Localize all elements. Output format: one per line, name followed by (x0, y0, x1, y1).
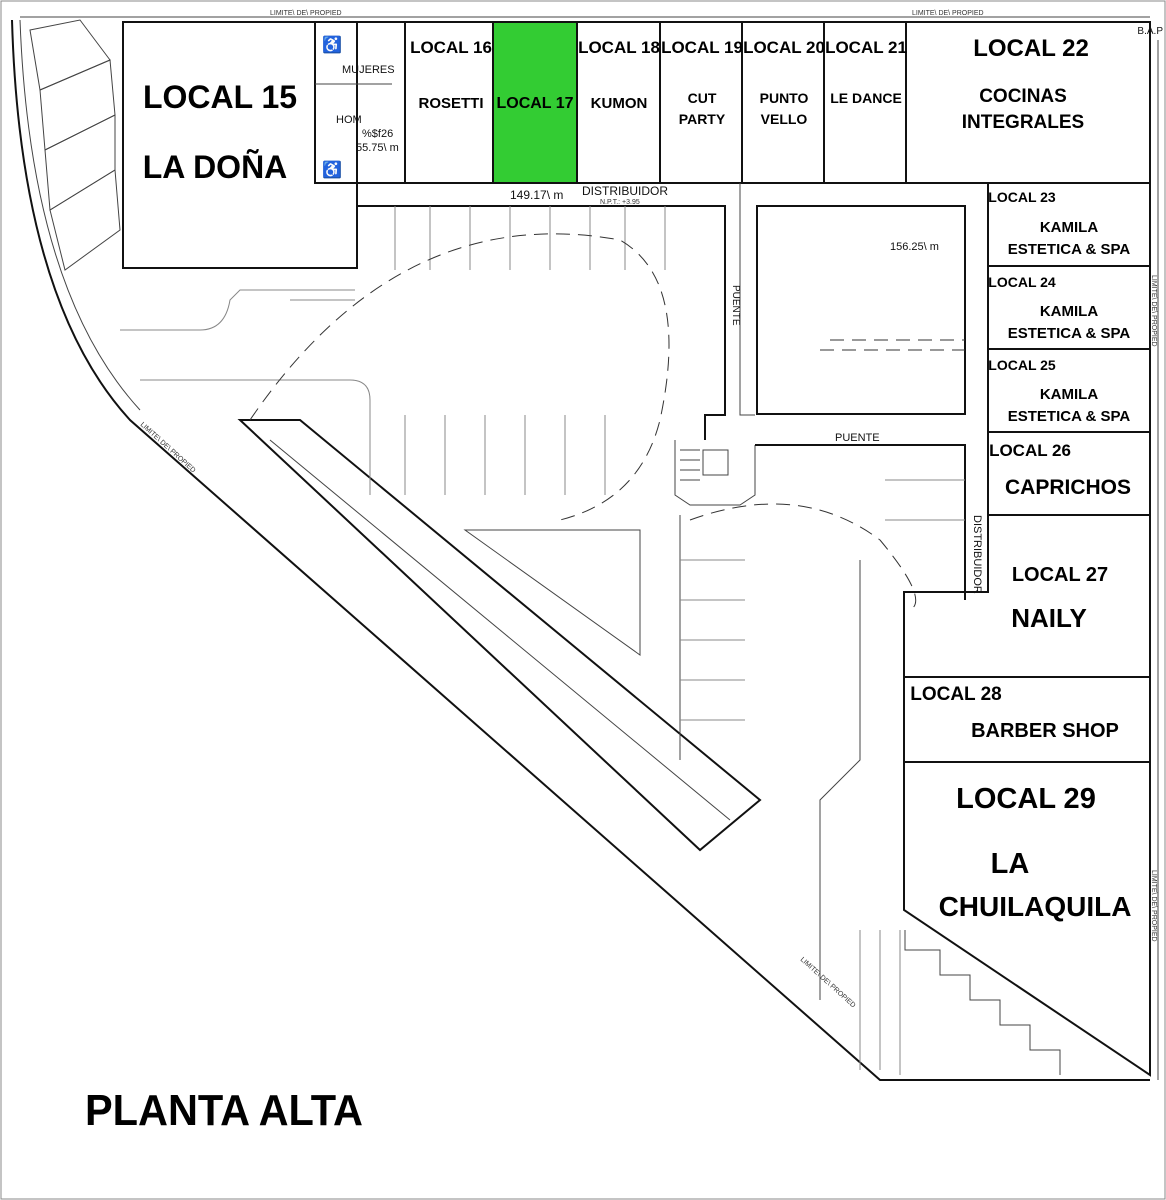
property-limit-label: LIMITE\ DE\ PROPIED (912, 10, 984, 17)
local-29[interactable] (903, 761, 1151, 1077)
parking-stalls-left (29, 19, 121, 271)
local-tenant: CAPRICHOS (1005, 476, 1131, 499)
local-name: LOCAL 24 (988, 274, 1056, 290)
restroom-area: 55.75\ m (356, 142, 399, 154)
local-name: LOCAL 20 (743, 38, 825, 57)
property-limit-label: LIMITE\ DE\ PROPIED (1150, 870, 1157, 942)
corridor-level: N.P.T.: +3.95 (600, 199, 640, 206)
local-name: LOCAL 21 (825, 38, 907, 57)
local-name: LOCAL 25 (988, 357, 1056, 373)
property-limit-diagonal (11, 19, 1150, 1081)
property-limit-label: LIMITE\ DE\ PROPIED (1150, 275, 1157, 347)
corridor-label: DISTRIBUIDOR (582, 184, 668, 198)
local-tenant: KAMILA (1040, 303, 1098, 320)
local-tenant: ESTETICA & SPA (1008, 408, 1131, 425)
local-name: LOCAL 19 (661, 38, 743, 57)
restroom-code: %$f26 (362, 128, 393, 140)
stepped-wall (904, 930, 1061, 1075)
restrooms: MUJERES HOM %$f26 55.75\ m ♿ ♿ (314, 21, 406, 184)
property-limit-label: LIMITE\ DE\ PROPIED (139, 421, 197, 474)
parking-stalls-top (120, 206, 666, 495)
local-tenant: VELLO (761, 111, 808, 127)
local-tenant: PUNTO (760, 90, 809, 106)
lane-marking (820, 339, 965, 351)
local-tenant: ESTETICA & SPA (1008, 325, 1131, 342)
lower-block (755, 444, 966, 600)
ramp-path (689, 503, 917, 611)
local-tenant: LA DOÑA (143, 149, 288, 185)
local-tenant: ROSETTI (418, 95, 483, 112)
local-tenant: KAMILA (1040, 386, 1098, 403)
property-limit-label: LIMITE\ DE\ PROPIED (799, 956, 857, 1009)
local-name: LOCAL 16 (410, 38, 492, 57)
bridge-label: PUENTE (730, 285, 741, 326)
women-label: MUJERES (342, 64, 395, 76)
accessible-icon: ♿ (322, 35, 342, 54)
local-name: LOCAL 28 (910, 684, 1002, 705)
local-tenant: INTEGRALES (962, 112, 1084, 133)
local-name: LOCAL 26 (989, 441, 1071, 460)
ramp-walls (679, 515, 861, 1000)
island (463, 529, 641, 656)
local-tenant: COCINAS (979, 86, 1067, 107)
corridor-area: 149.17\ m (510, 188, 563, 202)
block-area: 156.25\ m (890, 241, 939, 253)
accessible-icon: ♿ (322, 160, 342, 179)
corridor: 149.17\ m DISTRIBUIDOR N.P.T.: +3.95 PUE… (357, 183, 755, 440)
local-17-highlighted[interactable] (492, 21, 578, 184)
local-27[interactable] (903, 514, 1151, 678)
parking-stalls-lower (680, 479, 965, 1075)
local-tenant: LA (991, 848, 1030, 880)
local-name: LOCAL 27 (1012, 564, 1108, 586)
local-name: LOCAL 22 (973, 35, 1089, 62)
local-15[interactable] (122, 21, 358, 269)
local-tenant: KAMILA (1040, 219, 1098, 236)
local-tenant: BARBER SHOP (971, 720, 1119, 742)
plan-title: PLANTA ALTA (85, 1086, 363, 1135)
local-tenant: LE DANCE (830, 90, 902, 106)
local-tenant: CHUILAQUILA (939, 891, 1132, 922)
local-tenant: PARTY (679, 111, 726, 127)
local-name: LOCAL 23 (988, 189, 1056, 205)
limit-offset (19, 19, 141, 411)
local-tenant: NAILY (1011, 603, 1087, 633)
local-tenant: KUMON (591, 95, 648, 112)
local-tenant: CUT (688, 90, 717, 106)
local-tenant: ESTETICA & SPA (1008, 241, 1131, 258)
central-block (756, 205, 966, 415)
ramp-path (249, 233, 670, 521)
men-label: HOM (336, 114, 362, 126)
local-name: LOCAL 29 (956, 783, 1096, 815)
property-limit-label: LIMITE\ DE\ PROPIED (270, 10, 342, 17)
parking-strip-diagonal (237, 419, 762, 852)
stairs (674, 440, 756, 506)
local-name: LOCAL 17 (496, 95, 573, 112)
bridge-label: PUENTE (835, 432, 880, 444)
local-name: LOCAL 18 (578, 38, 660, 57)
local-name: LOCAL 15 (143, 79, 297, 115)
side-corridor-label: DISTRIBUIDOR (971, 515, 983, 594)
